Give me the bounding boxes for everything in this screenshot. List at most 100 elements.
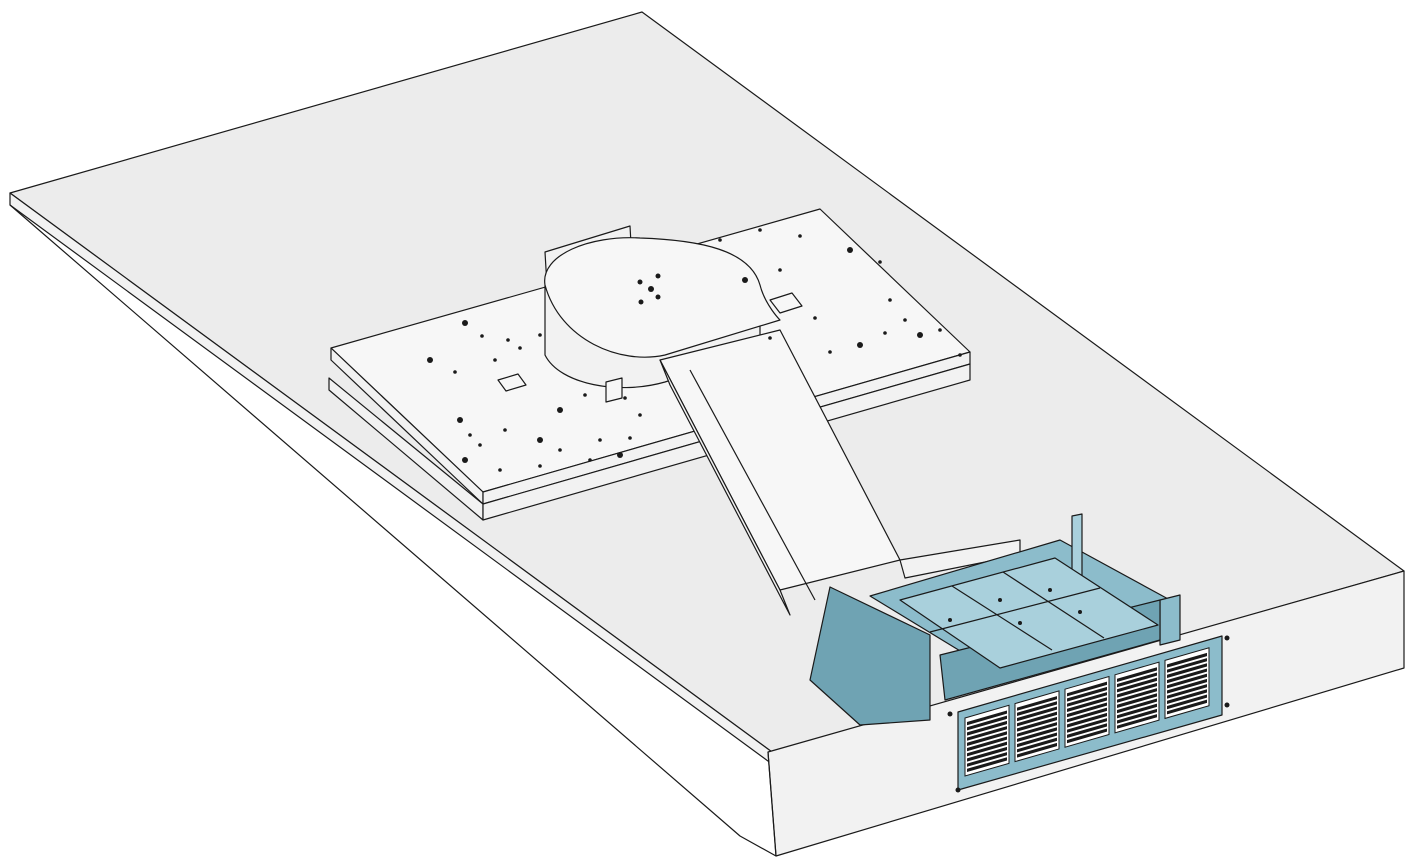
mounting-hole xyxy=(847,247,853,253)
grille-louvers xyxy=(964,647,1210,777)
mounting-hole xyxy=(427,357,433,363)
mounting-hole xyxy=(857,342,863,348)
mounting-hole xyxy=(518,346,522,350)
mounting-hole xyxy=(888,298,892,302)
plenum-left-flange xyxy=(809,586,931,726)
louver-slat xyxy=(1117,708,1157,724)
louver-slat xyxy=(1017,737,1057,753)
louver-slat xyxy=(1167,652,1207,668)
louver-slat xyxy=(1017,701,1057,716)
mounting-hole xyxy=(742,277,748,283)
louver-slat xyxy=(1017,696,1057,711)
mounting-hole xyxy=(828,350,832,354)
mounting-hole xyxy=(498,468,502,472)
louver-slat xyxy=(1167,684,1207,699)
louver-slat xyxy=(1167,689,1207,704)
filter-screw-2 xyxy=(998,598,1002,602)
louver-slat xyxy=(1167,663,1207,678)
louver-slat xyxy=(1167,699,1207,715)
filter-screw-4 xyxy=(1018,621,1022,625)
louver-slat xyxy=(1167,668,1207,684)
louver-slat xyxy=(1067,707,1107,723)
louver-slat xyxy=(1117,714,1157,729)
plenum-right-bracket xyxy=(1159,594,1181,646)
louver-slat xyxy=(967,731,1007,746)
louver-slat xyxy=(1017,732,1057,748)
mounting-hole xyxy=(453,370,457,374)
hub-hole-5 xyxy=(648,286,654,292)
louver-slat xyxy=(1067,702,1107,718)
mounting-hole xyxy=(537,437,543,443)
louver-slat xyxy=(1167,678,1207,694)
filter-grid xyxy=(899,557,1159,669)
louver-slat xyxy=(1067,723,1107,738)
louver-slat xyxy=(967,741,1007,757)
mounting-hole xyxy=(718,238,722,242)
mounting-hole xyxy=(778,268,782,272)
access-panel-left xyxy=(497,373,527,392)
louver-slat xyxy=(967,715,1007,731)
mounting-hole xyxy=(628,436,632,440)
mounting-hole xyxy=(557,407,563,413)
mounting-hole xyxy=(583,393,587,397)
hub-hole-2 xyxy=(655,273,661,279)
mounting-hole xyxy=(938,328,942,332)
mounting-hole xyxy=(478,443,482,447)
louver-slat xyxy=(1117,677,1157,693)
filter-divider-1 xyxy=(951,585,1053,651)
louver-slat xyxy=(1167,694,1207,710)
mounting-hole xyxy=(813,316,817,320)
louver-slat xyxy=(1117,698,1157,714)
mounting-hole xyxy=(493,358,497,362)
mounting-hole xyxy=(538,333,542,337)
grille-screw-bottom-left xyxy=(955,787,961,793)
louver-slat xyxy=(1117,693,1157,708)
louver-slat xyxy=(1167,658,1207,673)
louver-slat xyxy=(1117,688,1157,703)
louver-slat xyxy=(1017,706,1057,722)
mounting-hole xyxy=(457,417,463,423)
louver-slat xyxy=(1067,686,1107,702)
louver-slat xyxy=(967,720,1007,736)
louver-slat xyxy=(1017,727,1057,742)
louver-slat xyxy=(1067,718,1107,733)
mounting-hole xyxy=(768,336,772,340)
filter-screw-3 xyxy=(1048,588,1052,592)
louvered-grille xyxy=(947,635,1230,793)
fan-housing-bracket xyxy=(605,377,623,403)
filter-screw-5 xyxy=(1078,610,1082,614)
mounting-hole xyxy=(588,458,592,462)
mounting-hole xyxy=(798,234,802,238)
mounting-hole xyxy=(462,457,468,463)
louver-slat xyxy=(1017,711,1057,727)
fan-housing-top xyxy=(544,237,781,358)
louver-slat xyxy=(967,752,1007,767)
mounting-hole xyxy=(538,464,542,468)
grille-screw-top-right xyxy=(1224,635,1230,641)
grille-screw-bottom-right xyxy=(1224,702,1230,708)
rectangular-duct xyxy=(659,329,1021,616)
filter-divider-3 xyxy=(929,587,1101,633)
grille-screw-top-left xyxy=(947,711,953,717)
louver-slat xyxy=(967,710,1007,726)
louver-slat xyxy=(1067,728,1107,744)
louver-slat xyxy=(1067,681,1107,697)
mounting-hole xyxy=(598,438,602,442)
mounting-hole xyxy=(917,332,923,338)
hub-hole-3 xyxy=(655,294,661,300)
mounting-hole xyxy=(638,413,642,417)
mounting-hole xyxy=(462,320,468,326)
access-panel-right xyxy=(769,292,803,314)
louver-slat xyxy=(1117,672,1157,688)
mounting-hole xyxy=(506,338,510,342)
filter-screw-1 xyxy=(948,618,952,622)
louver-slat xyxy=(1167,673,1207,689)
mounting-hole xyxy=(503,428,507,432)
louver-slat xyxy=(967,746,1007,762)
mounting-hole xyxy=(883,331,887,335)
louver-slat xyxy=(967,726,1007,741)
soffit-underside-edge xyxy=(9,204,777,857)
louver-slat xyxy=(1017,742,1057,758)
